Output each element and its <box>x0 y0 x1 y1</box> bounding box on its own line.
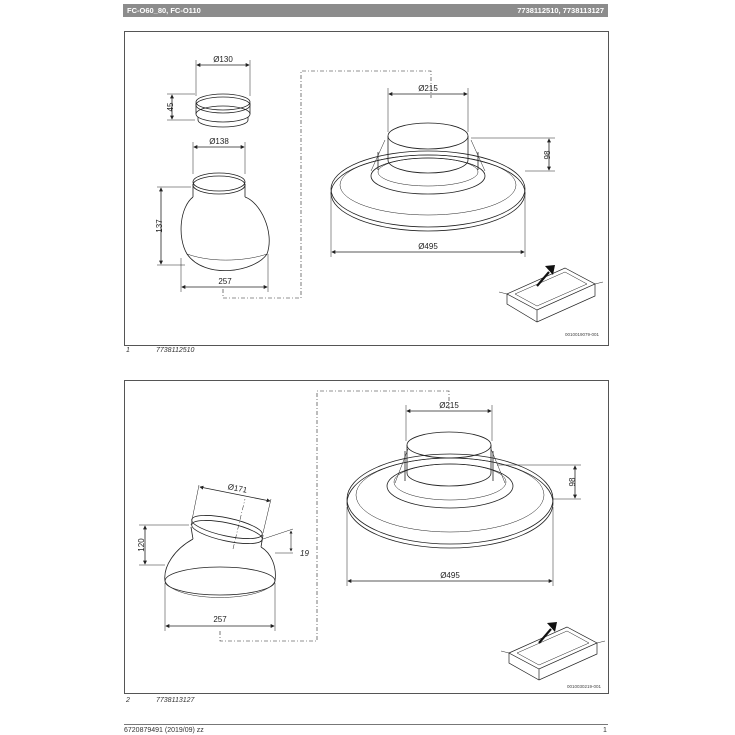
figure-code: 0010019079-001 <box>565 332 600 337</box>
footer-divider <box>124 724 608 725</box>
figure-code: 0010030219-001 <box>567 684 602 689</box>
dim-d130: Ø130 <box>213 55 233 64</box>
figure-1-frame: Ø130 45 Ø138 137 257 Ø215 98 Ø495 001001… <box>124 31 609 346</box>
package-box-icon <box>498 267 604 323</box>
lift-arrow-icon <box>538 622 557 644</box>
dim-d495: Ø495 <box>418 242 438 251</box>
figure-2-drawing: Ø171 120 19 257 Ø215 98 Ø495 <box>137 390 606 681</box>
footer-page-number: 1 <box>603 727 607 734</box>
dim-d215: Ø215 <box>439 401 459 410</box>
figure-1-drawing: Ø130 45 Ø138 137 257 Ø215 98 Ø495 <box>155 55 604 323</box>
dim-h98: 98 <box>543 150 552 159</box>
dim-h45: 45 <box>166 102 175 111</box>
figure-1-caption: 1 7738112510 <box>126 347 194 354</box>
slanted-adapter <box>180 172 270 272</box>
lift-arrow-icon <box>536 265 555 287</box>
collar-part <box>195 93 251 128</box>
header-part-numbers: 7738112510, 7738113127 <box>517 6 604 15</box>
dim-w257: 257 <box>218 277 232 286</box>
dim-d495: Ø495 <box>440 571 460 580</box>
roof-flashing-large <box>346 431 554 549</box>
dim-h19: 19 <box>300 549 309 558</box>
slanted-adapter <box>164 515 276 598</box>
caption-text: 7738112510 <box>156 347 195 354</box>
caption-number: 2 <box>126 697 130 704</box>
package-box-icon <box>500 626 606 681</box>
footer-doc-number: 6720879491 (2019/09) zz <box>124 727 204 734</box>
header-models: FC-O60_80, FC-O110 <box>127 6 201 15</box>
dim-d171: Ø171 <box>227 482 248 495</box>
caption-text: 7738113127 <box>156 697 195 704</box>
dim-h120: 120 <box>137 538 146 552</box>
figure-2-caption: 2 7738113127 <box>126 697 194 704</box>
page-header: FC-O60_80, FC-O110 7738112510, 773811312… <box>123 4 608 17</box>
roof-flashing-large <box>330 122 526 232</box>
dim-h137: 137 <box>155 219 164 233</box>
dim-w257: 257 <box>213 615 227 624</box>
caption-number: 1 <box>126 347 130 354</box>
figure-2-frame: Ø171 120 19 257 Ø215 98 Ø495 0010030219-… <box>124 380 609 694</box>
dim-h98: 98 <box>568 477 577 486</box>
dim-d215: Ø215 <box>418 84 438 93</box>
dim-d138: Ø138 <box>209 137 229 146</box>
